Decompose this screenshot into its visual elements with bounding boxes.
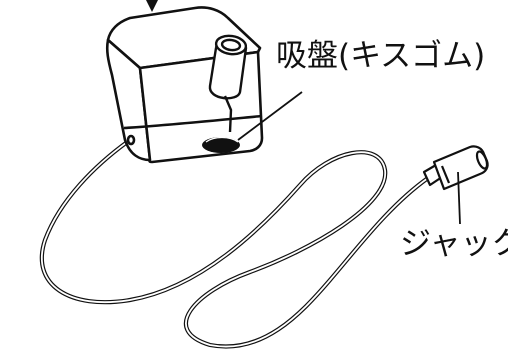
suction-cup-label: 吸盤(キスゴム) — [276, 38, 486, 74]
power-cord — [39, 137, 431, 349]
jack-label: ジャック — [400, 226, 508, 262]
down-arrow-icon — [146, 0, 158, 12]
suction-cup — [202, 136, 240, 153]
jack-connector — [422, 145, 489, 191]
outlet-pipe — [208, 34, 248, 133]
suction-cup-leader — [237, 91, 303, 141]
jack-leader — [457, 171, 461, 225]
